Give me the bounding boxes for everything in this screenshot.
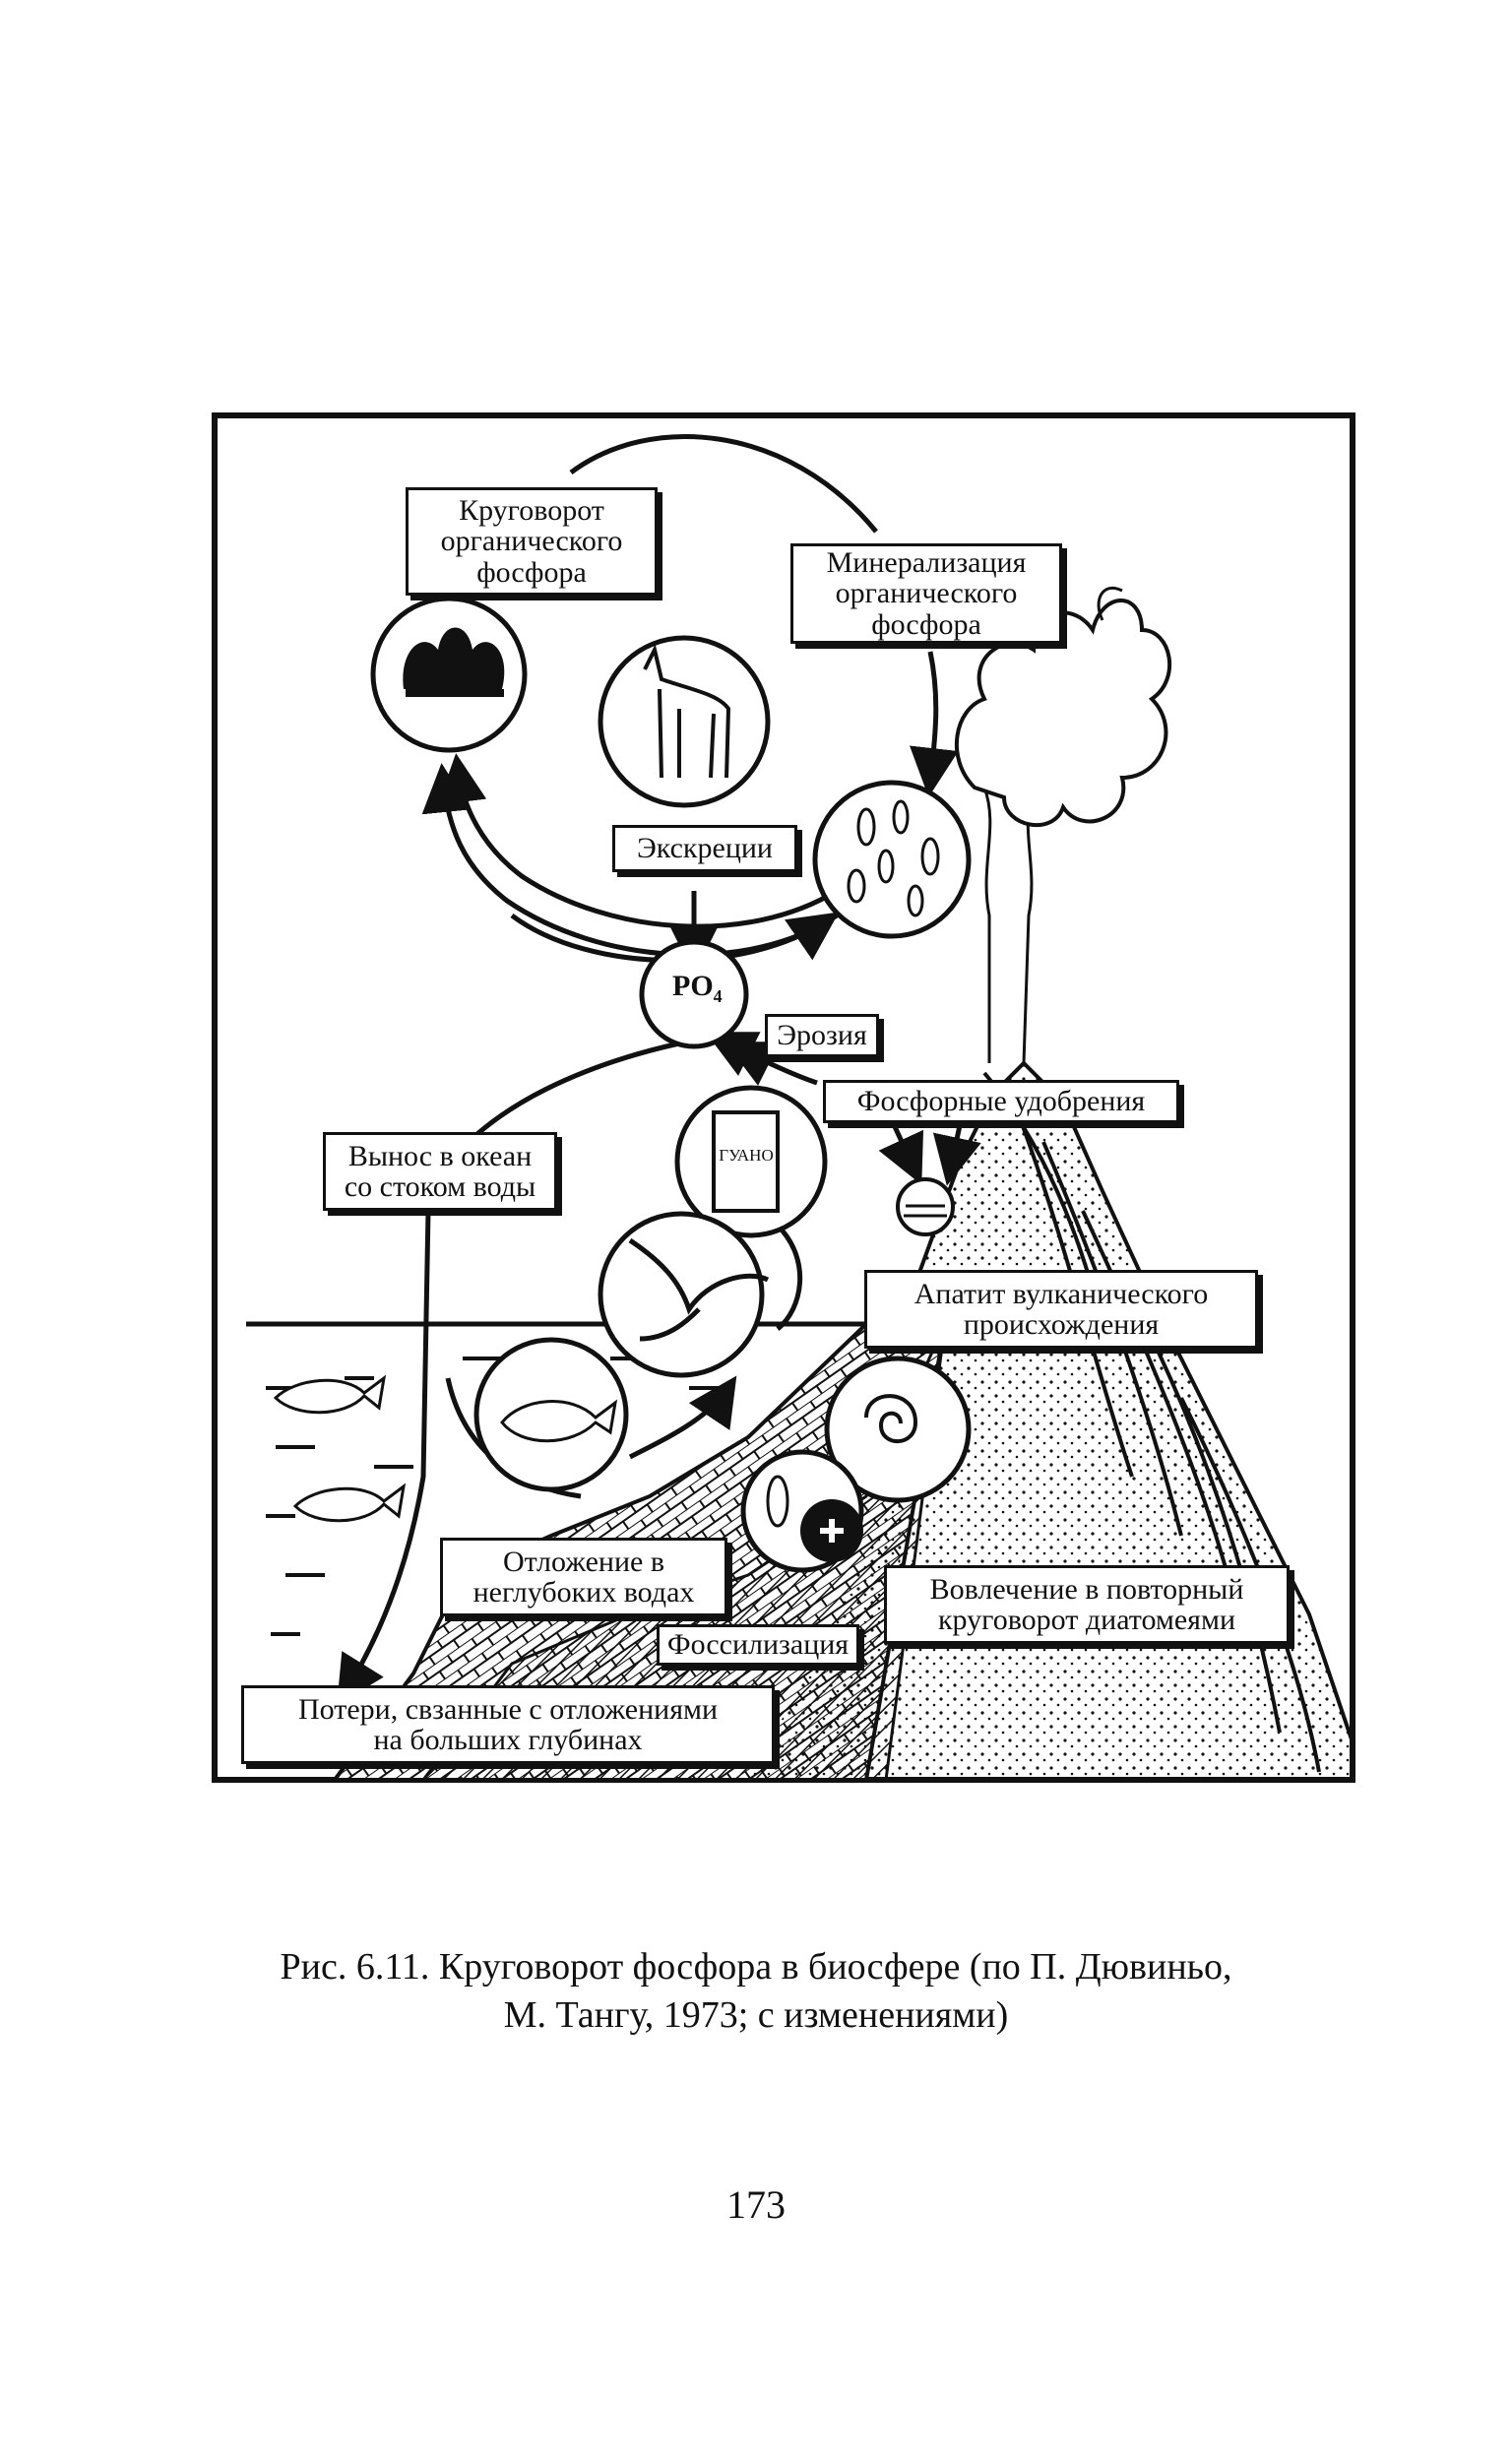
erosion-label: Эрозия [765,1014,879,1057]
bacteria-icon [812,780,972,939]
fertilizers-label: Фосфорные удобрения [823,1080,1179,1123]
figure-caption-line-1: Рис. 6.11. Круговорот фосфора в биосфере… [280,1946,1232,1988]
top-arc [569,434,878,534]
figure-caption-line-2: М. Тангу, 1973; с изменениями) [503,1994,1009,2036]
organic-cycle-label: Круговорот органического фосфора [406,487,658,596]
fertilizer-bowl-icon [896,1177,955,1236]
deer-icon [598,635,771,808]
guano-bag-icon [674,1085,828,1238]
guano-label: ГУАНО [719,1146,774,1165]
excretions-label: Экскреции [612,825,797,872]
po4-circle [639,939,749,1049]
fish-icon [273,1374,407,1523]
fossilization-label: Фоссилизация [657,1624,859,1666]
fossil-shell-icon [824,1356,972,1503]
trees-icon [370,596,528,753]
mineralization-label: Минерализация органического фосфора [790,543,1062,644]
po4-subscript: 4 [713,986,723,1006]
seabird-icon [598,1211,770,1378]
page-number: 173 [726,2182,786,2227]
po4-label: PO4 [672,970,723,1006]
diatoms-icon [740,1449,864,1573]
shallow-deposit-label: Отложение в неглубоких водах [440,1538,727,1616]
runoff-label: Вынос в океан со стоком воды [323,1132,557,1211]
deep-losses-label: Потери, свзанные с отложениями на больши… [241,1685,775,1764]
apatite-label: Апатит вулканического происхождения [864,1270,1258,1349]
diatoms-label: Вовлечение в повторный круговорот диатом… [884,1565,1290,1644]
fish-circle-icon [473,1337,629,1492]
